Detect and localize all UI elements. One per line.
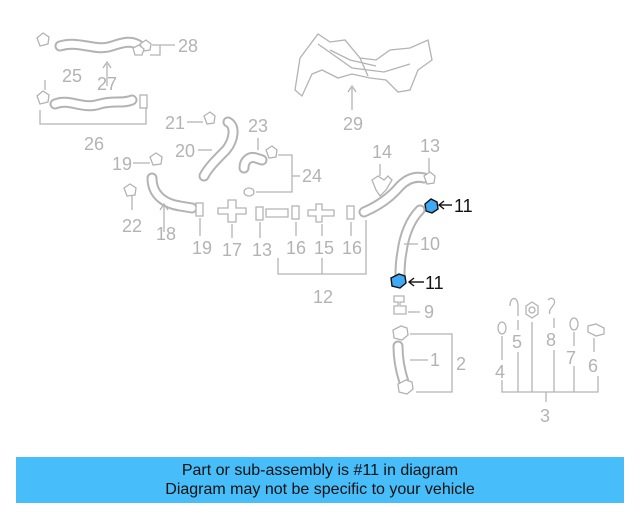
callout-26: 26	[84, 134, 104, 154]
tee-17	[217, 199, 247, 223]
callout-11-upper: 11	[454, 196, 473, 216]
callout-13a: 13	[252, 240, 272, 260]
callout-2: 2	[456, 354, 466, 374]
hose-1	[392, 340, 410, 388]
switch-6	[587, 323, 605, 337]
hose-10	[394, 204, 426, 282]
callout-25: 25	[62, 66, 82, 86]
callout-16b: 16	[342, 238, 362, 258]
callout-15: 15	[314, 238, 334, 258]
clamp-11-upper	[424, 198, 439, 214]
hose-18	[146, 172, 198, 214]
callout-14: 14	[372, 142, 392, 162]
callout-5: 5	[512, 332, 522, 352]
callout-19a: 19	[112, 154, 132, 174]
callout-21: 21	[165, 113, 185, 133]
parts-diagram: 28 27 25 26 29 21 20 23 24 19	[36, 32, 605, 426]
plug-7	[569, 317, 579, 331]
callout-8: 8	[546, 330, 556, 350]
callout-17: 17	[222, 240, 242, 260]
fitting-9	[393, 295, 407, 315]
callout-1: 1	[430, 350, 440, 370]
callout-24: 24	[302, 166, 322, 186]
callout-4: 4	[495, 362, 505, 382]
info-banner: Part or sub-assembly is #11 in diagram D…	[16, 457, 624, 503]
callout-20: 20	[175, 141, 195, 161]
hose-28-group	[36, 32, 175, 90]
hose-13	[358, 171, 430, 218]
callout-7: 7	[566, 348, 576, 368]
pipe-5	[509, 297, 519, 316]
callout-3: 3	[540, 406, 550, 426]
callout-23: 23	[248, 116, 268, 136]
plug-4	[497, 321, 507, 335]
frame-29-group	[294, 33, 433, 110]
banner-disclaimer-line: Diagram may not be specific to your vehi…	[165, 481, 475, 498]
callout-16a: 16	[286, 238, 306, 258]
hose-20	[198, 116, 239, 182]
callout-6: 6	[588, 356, 598, 376]
callout-22: 22	[122, 216, 142, 236]
fitting-14	[371, 175, 393, 198]
callout-10: 10	[420, 234, 440, 254]
clamp-21	[203, 111, 216, 125]
callout-13b: 13	[420, 136, 440, 156]
clip-8	[547, 297, 556, 315]
callout-18: 18	[156, 224, 176, 244]
clamp-11-lower	[390, 273, 407, 289]
banner-part-line: Part or sub-assembly is #11 in diagram	[181, 462, 459, 479]
hose-26-group	[36, 90, 148, 125]
callout-12: 12	[313, 287, 333, 307]
callout-9: 9	[424, 302, 434, 322]
callout-19b: 19	[192, 238, 212, 258]
hose-24	[238, 152, 268, 174]
callout-28: 28	[178, 36, 198, 56]
callout-29: 29	[343, 114, 363, 134]
callout-11-lower: 11	[425, 273, 444, 293]
pipe-12	[265, 208, 289, 218]
callout-27: 27	[97, 74, 117, 94]
joint-15	[307, 203, 335, 223]
